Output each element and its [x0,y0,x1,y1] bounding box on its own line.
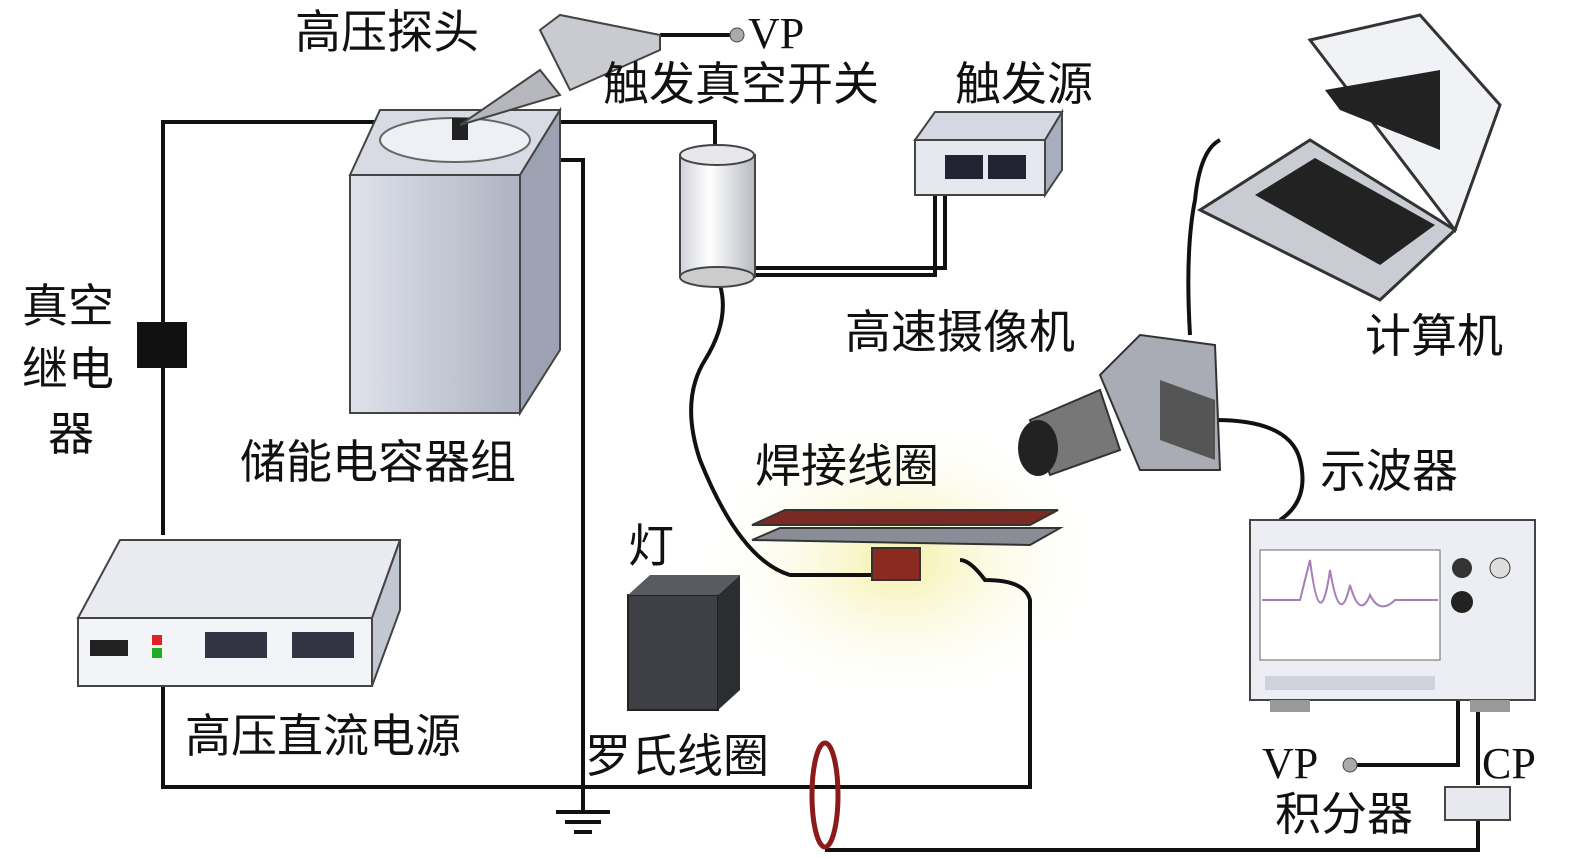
label-vp-top: VP [748,9,804,58]
welding-coil [751,509,1064,581]
oscilloscope [1249,519,1536,712]
label-trigger-source: 触发源 [955,57,1093,111]
ground-symbol [556,810,610,834]
hv-dc-power-supply [76,539,402,687]
laptop-computer [1196,13,1502,302]
vp-probe-terminal [1342,757,1358,773]
label-vacuum-relay-1: 真空 [22,279,114,333]
label-oscilloscope: 示波器 [1320,444,1458,498]
lamp [627,575,740,711]
label-lamp: 灯 [628,519,674,573]
label-hv-probe: 高压探头 [295,5,479,59]
label-welding-coil: 焊接线圈 [755,439,939,493]
label-cp: CP [1482,739,1536,788]
high-speed-camera [1018,333,1222,477]
capacitor-bank [348,106,562,417]
vacuum-relay [137,322,187,368]
high-voltage-probe [459,13,745,126]
label-trigger-vacuum-switch: 触发真空开关 [603,57,879,111]
rogowski-coil [809,740,841,850]
label-computer: 计算机 [1365,309,1503,363]
label-hv-dc-supply: 高压直流电源 [185,709,461,763]
integrator [1444,786,1511,821]
label-integrator: 积分器 [1275,787,1413,841]
trigger-source [913,108,1064,199]
label-rogowski-coil: 罗氏线圈 [585,729,769,783]
trigger-vacuum-switch [679,144,756,288]
label-capacitor-bank: 储能电容器组 [240,435,516,489]
label-vacuum-relay-3: 器 [48,407,94,461]
label-vacuum-relay-2: 继电 [22,342,114,396]
label-vp-bottom: VP [1262,739,1318,788]
label-high-speed-camera: 高速摄像机 [845,305,1075,359]
